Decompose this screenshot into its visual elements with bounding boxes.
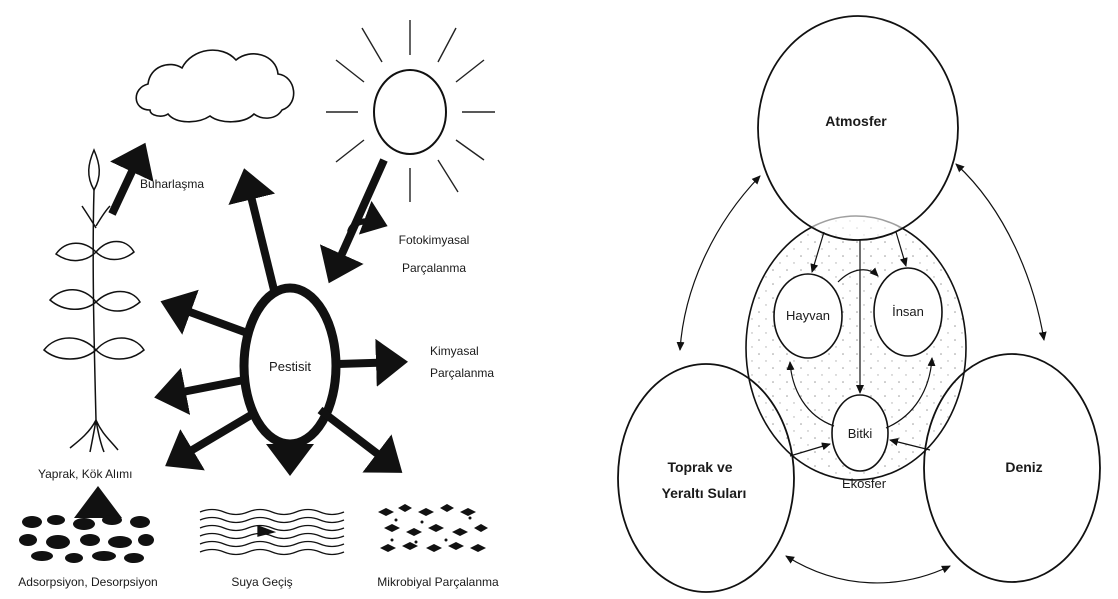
arrow-to-chemical (337, 338, 408, 387)
microbial-particles-icon (378, 504, 488, 552)
soil-particles-icon (19, 515, 154, 563)
arrow-sea-to-plant (889, 438, 931, 451)
uptake-label: Yaprak, Kök Alımı (38, 467, 132, 481)
chemical-label-line2: Parçalanma (430, 366, 494, 380)
human-circle (873, 267, 943, 357)
animal-label: Hayvan (786, 308, 830, 323)
plant-icon (42, 148, 145, 453)
adsorption-label: Adsorpsiyon, Desorpsiyon (18, 575, 157, 589)
evaporation-label: Buharlaşma (140, 177, 204, 191)
arrow-soil-sea (785, 555, 951, 584)
arrow-evaporation (108, 142, 154, 216)
arrow-to-plant-upper (160, 289, 252, 338)
arrow-to-microbial (317, 406, 403, 473)
arrow-plant-to-human (885, 357, 936, 429)
arrow-plant-to-animal (786, 361, 835, 427)
photochemical-label-line1: Fotokimyasal (399, 233, 470, 247)
cloud-icon (135, 49, 295, 123)
arrow-animal-to-human (837, 267, 879, 283)
atmosphere-circle (757, 15, 959, 241)
water-waves-icon (199, 508, 345, 556)
arrow-atmosphere-soil (676, 175, 761, 351)
water-transfer-label: Suya Geçiş (231, 575, 292, 589)
human-label: İnsan (892, 304, 924, 319)
ecosphere-label: Ekosfer (842, 476, 887, 491)
soil-groundwater-circle (617, 363, 795, 593)
plant-label: Bitki (848, 426, 873, 441)
arrow-soil-to-plant (789, 442, 831, 457)
pesticide-label: Pestisit (269, 359, 311, 374)
arrow-to-plant-lower (154, 367, 245, 415)
animal-circle (773, 273, 843, 359)
pesticide-fate-diagram: Pestisit (18, 20, 499, 589)
ecosphere-diagram: Atmosfer Hayvan İnsan Bitki Toprak ve Ye… (617, 15, 1101, 593)
microbial-label: Mikrobiyal Parçalanma (377, 575, 499, 589)
arrow-photo-branch (347, 200, 388, 235)
plant-circle (831, 394, 889, 472)
sun-icon (326, 20, 495, 202)
soil-label-line1: Toprak ve (667, 459, 732, 475)
photochemical-label-line2: Parçalanma (402, 261, 466, 275)
sea-label: Deniz (1005, 459, 1042, 475)
soil-label-line2: Yeraltı Suları (662, 485, 747, 501)
arrow-atmosphere-to-animal (810, 231, 825, 273)
atmosphere-label: Atmosfer (825, 113, 887, 129)
arrow-to-uptake (165, 408, 259, 471)
arrow-to-sun (319, 158, 388, 284)
arrow-atmosphere-sea (955, 163, 1047, 341)
sea-circle (923, 353, 1101, 583)
chemical-label-line1: Kimyasal (430, 344, 479, 358)
arrow-atmosphere-to-human (895, 231, 908, 267)
arrow-to-cloud (228, 168, 278, 291)
